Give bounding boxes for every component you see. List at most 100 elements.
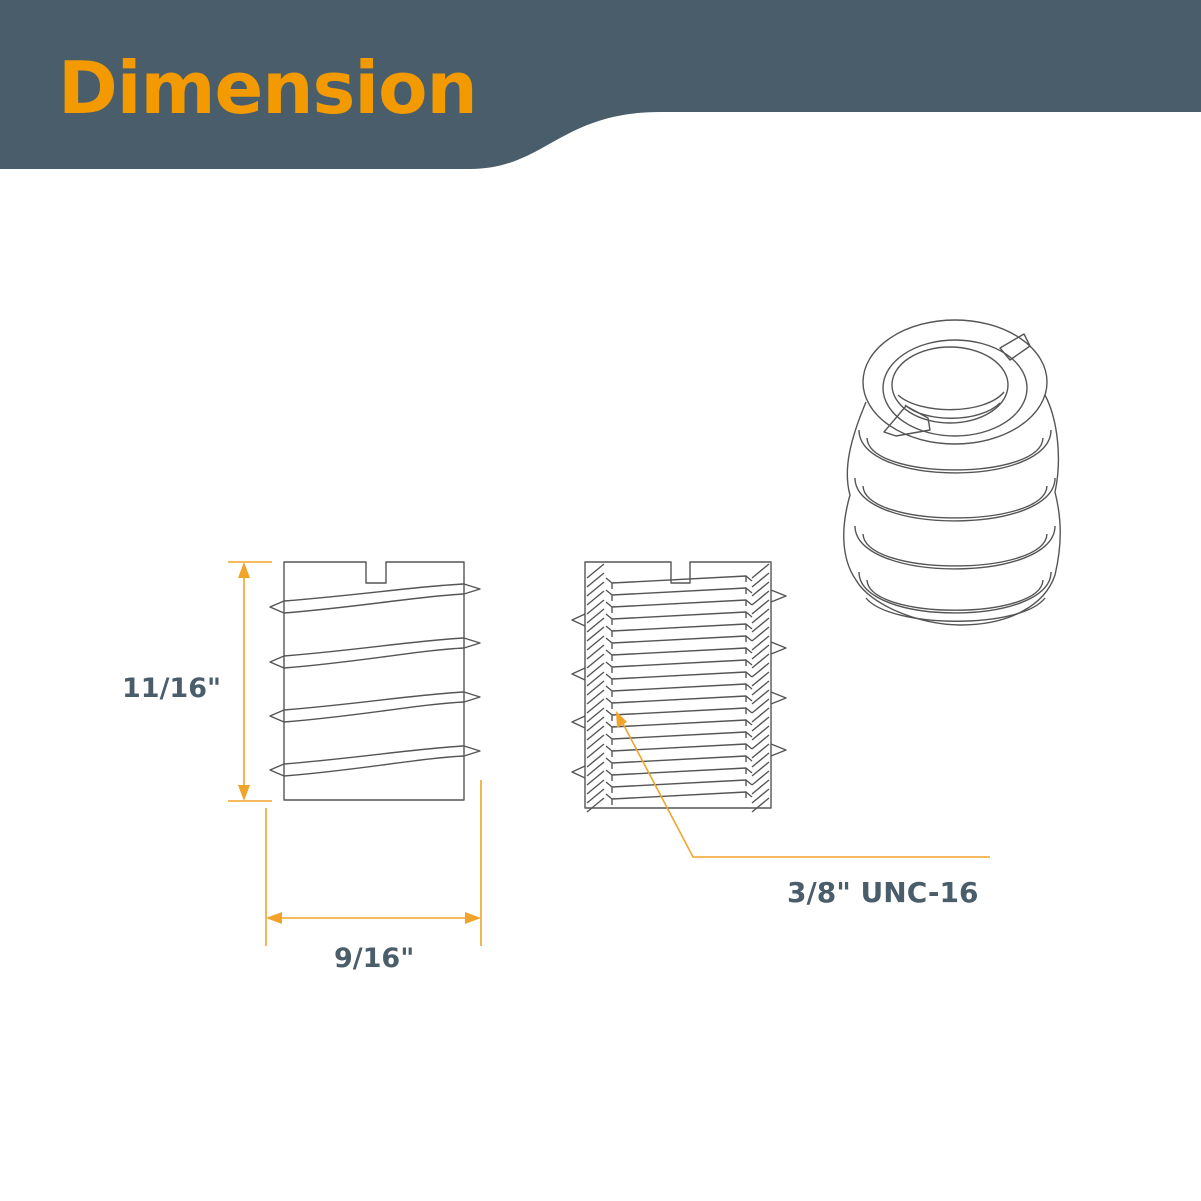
side-thread-crest bbox=[269, 583, 465, 614]
iso-bore-thread-1 bbox=[897, 391, 1005, 411]
hatch-line bbox=[586, 653, 605, 669]
hatch-line bbox=[586, 779, 605, 795]
internal-thread-flank bbox=[611, 732, 747, 745]
hatch-line bbox=[586, 788, 605, 804]
internal-thread-flank bbox=[611, 780, 747, 793]
insert-side-body bbox=[283, 561, 465, 801]
width-arrow-right bbox=[465, 912, 481, 924]
internal-thread-line bbox=[605, 683, 753, 692]
section-hatch bbox=[586, 563, 770, 813]
iso-thread-ring bbox=[858, 429, 1052, 474]
hatch-line bbox=[586, 797, 605, 813]
side-thread-crest bbox=[269, 745, 465, 777]
iso-top-rim bbox=[862, 319, 1048, 445]
outer-tooth-left bbox=[571, 715, 586, 729]
internal-thread-line bbox=[605, 731, 753, 740]
hatch-line bbox=[751, 608, 770, 624]
hatch-line bbox=[751, 716, 770, 732]
hatch-line bbox=[586, 725, 605, 741]
width-arrow-left bbox=[266, 912, 282, 924]
hatch-line bbox=[586, 761, 605, 777]
insert-side-view bbox=[269, 561, 481, 801]
internal-thread-line bbox=[605, 695, 753, 704]
hatch-line bbox=[751, 725, 770, 741]
thread-leader-arrow bbox=[616, 711, 627, 728]
internal-thread-line bbox=[605, 659, 753, 668]
hatch-line bbox=[586, 572, 605, 588]
hatch-line bbox=[586, 662, 605, 678]
side-thread-root bbox=[283, 647, 465, 669]
section-internal-threads bbox=[605, 575, 753, 805]
side-thread-root bbox=[283, 755, 465, 777]
internal-thread-line bbox=[605, 623, 753, 632]
dimension-lines bbox=[228, 561, 990, 946]
hatch-line bbox=[751, 617, 770, 633]
hatch-line bbox=[751, 626, 770, 642]
hatch-line bbox=[586, 734, 605, 750]
hatch-line bbox=[751, 797, 770, 813]
section-outer-teeth bbox=[571, 589, 787, 779]
iso-thread-ring-inner bbox=[866, 579, 1044, 611]
insert-section-view bbox=[571, 561, 787, 813]
internal-thread-line bbox=[605, 671, 753, 680]
hatch-line bbox=[751, 671, 770, 687]
hatch-line bbox=[751, 707, 770, 723]
internal-thread-flank bbox=[611, 792, 747, 805]
internal-thread-line bbox=[605, 719, 753, 728]
internal-thread-flank bbox=[611, 576, 747, 589]
hatch-line bbox=[751, 581, 770, 597]
internal-thread-line bbox=[605, 611, 753, 620]
internal-thread-flank bbox=[611, 624, 747, 637]
hatch-line bbox=[751, 734, 770, 750]
hatch-line bbox=[751, 635, 770, 651]
internal-thread-line bbox=[605, 791, 753, 800]
iso-thread-ring-inner bbox=[866, 437, 1044, 471]
internal-thread-line bbox=[605, 707, 753, 716]
internal-thread-line bbox=[605, 587, 753, 596]
internal-thread-flank bbox=[611, 588, 747, 601]
outer-tooth-left bbox=[571, 613, 586, 627]
iso-thread-ring bbox=[854, 477, 1056, 522]
iso-rings bbox=[854, 429, 1056, 622]
hatch-line bbox=[586, 689, 605, 705]
iso-thread-ring bbox=[858, 571, 1052, 614]
insert-iso-view bbox=[843, 319, 1061, 626]
iso-slot-2 bbox=[999, 333, 1031, 361]
hatch-line bbox=[751, 743, 770, 759]
internal-thread-flank bbox=[611, 756, 747, 769]
header-band bbox=[0, 0, 1201, 169]
internal-thread-line bbox=[605, 599, 753, 608]
hatch-line bbox=[586, 671, 605, 687]
internal-thread-flank bbox=[611, 672, 747, 685]
iso-bore bbox=[891, 346, 1009, 424]
internal-thread-flank bbox=[611, 696, 747, 709]
hatch-line bbox=[751, 752, 770, 768]
hatch-line bbox=[586, 617, 605, 633]
thread-leader-line bbox=[619, 717, 990, 858]
internal-thread-line bbox=[605, 755, 753, 764]
side-thread-root bbox=[283, 701, 465, 723]
iso-body-silhouette bbox=[843, 394, 1061, 626]
hatch-line bbox=[751, 761, 770, 777]
hatch-line bbox=[751, 779, 770, 795]
hatch-line bbox=[586, 698, 605, 714]
internal-thread-flank bbox=[611, 600, 747, 613]
hatch-line bbox=[586, 680, 605, 696]
side-thread-root bbox=[283, 593, 465, 614]
height-dimension-label: 11/16" bbox=[122, 673, 222, 704]
outer-tooth-right bbox=[770, 691, 787, 705]
outer-tooth-left bbox=[571, 667, 586, 681]
hatch-line bbox=[751, 770, 770, 786]
side-thread-tip bbox=[463, 637, 481, 649]
hatch-line bbox=[586, 581, 605, 597]
iso-thread-ring-inner bbox=[862, 533, 1048, 567]
hatch-line bbox=[751, 788, 770, 804]
iso-top-rim-inner bbox=[882, 339, 1028, 437]
internal-thread-flank bbox=[611, 744, 747, 757]
hatch-line bbox=[586, 563, 605, 579]
side-thread-crest bbox=[269, 691, 465, 723]
section-outline bbox=[584, 561, 772, 809]
side-thread-tip bbox=[463, 583, 481, 595]
side-threads bbox=[269, 583, 481, 777]
